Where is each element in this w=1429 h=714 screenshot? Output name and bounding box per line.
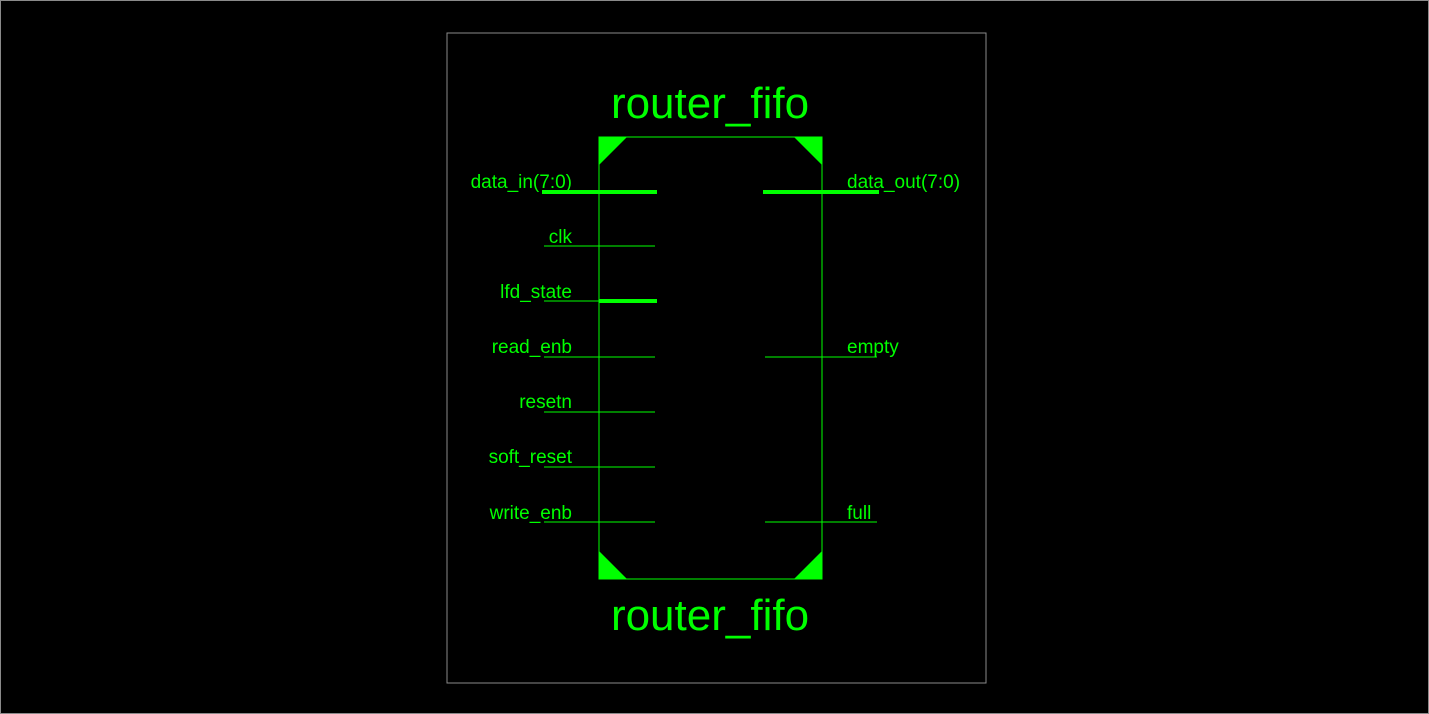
input-pin-soft-reset[interactable]: soft_reset (489, 447, 655, 468)
output-pin-label: empty (847, 337, 899, 358)
output-pin-empty[interactable]: empty (765, 337, 899, 358)
input-pin-read-enb[interactable]: read_enb (492, 337, 655, 358)
input-pin-resetn[interactable]: resetn (519, 392, 655, 413)
input-pin-label: read_enb (492, 337, 572, 358)
input-pin-label: soft_reset (489, 447, 573, 468)
block-name-bottom: router_fifo (611, 591, 809, 640)
output-pin-full[interactable]: full (765, 503, 877, 524)
corner-marker-top-left (599, 137, 627, 165)
input-pin-label: resetn (519, 392, 572, 413)
input-pin-data-in[interactable]: data_in(7:0) (471, 172, 657, 194)
output-pin-data-out[interactable]: data_out(7:0) (763, 172, 960, 194)
input-pin-label: data_in(7:0) (471, 172, 572, 193)
output-pin-label: full (847, 503, 871, 524)
corner-marker-bottom-left (599, 551, 627, 579)
input-pin-label: write_enb (489, 503, 572, 524)
input-pin-write-enb[interactable]: write_enb (489, 503, 655, 524)
block-body[interactable] (598, 136, 823, 580)
input-pin-label: clk (549, 227, 573, 248)
input-pin-clk[interactable]: clk (544, 227, 655, 248)
corner-marker-top-right (794, 137, 822, 165)
sheet-frame (446, 32, 987, 684)
input-pin-lfd-state[interactable]: lfd_state (500, 282, 657, 303)
input-pin-label: lfd_state (500, 282, 572, 303)
corner-marker-bottom-right (794, 551, 822, 579)
output-pin-label: data_out(7:0) (847, 172, 960, 193)
block-name-top: router_fifo (611, 79, 809, 128)
